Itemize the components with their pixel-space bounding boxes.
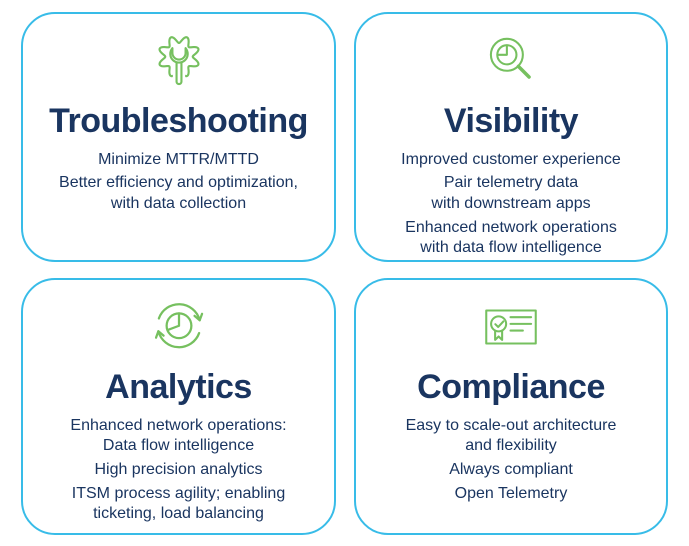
card-point: ITSM process agility; enabling ticketing… xyxy=(71,484,286,522)
card-points: Improved customer experience Pair teleme… xyxy=(362,146,660,262)
card-analytics: Analytics Enhanced network operations: D… xyxy=(21,278,336,535)
card-points: Easy to scale-out architecture and flexi… xyxy=(362,412,660,507)
card-point: Improved customer experience xyxy=(401,150,621,168)
card-visibility: Visibility Improved customer experience … xyxy=(354,12,668,262)
gear-wrench-icon xyxy=(157,36,200,88)
card-icon-box xyxy=(143,289,215,367)
pie-chart-cycle-arrows-icon xyxy=(154,303,203,349)
card-title: Troubleshooting xyxy=(49,102,308,140)
magnifier-pie-chart-icon xyxy=(489,37,531,79)
card-compliance: Compliance Easy to scale-out architectur… xyxy=(354,278,668,535)
card-point: High precision analytics xyxy=(94,460,263,478)
card-points: Enhanced network operations: Data flow i… xyxy=(29,412,328,528)
card-troubleshooting: Troubleshooting Minimize MTTR/MTTD Bette… xyxy=(21,12,336,262)
card-point: Always compliant xyxy=(449,460,573,478)
card-title: Visibility xyxy=(443,102,579,140)
card-icon-box xyxy=(145,23,213,101)
card-point: Pair telemetry data with downstream apps xyxy=(431,174,591,212)
card-point: Enhanced network operations: Data flow i… xyxy=(70,416,287,454)
card-point: Easy to scale-out architecture and flexi… xyxy=(405,416,617,454)
card-point: Better efficiency and optimization, with… xyxy=(59,174,298,212)
card-grid: Troubleshooting Minimize MTTR/MTTD Bette… xyxy=(21,12,668,535)
card-title: Analytics xyxy=(105,368,252,406)
card-title: Compliance xyxy=(417,368,605,406)
certificate-icon xyxy=(485,309,537,345)
card-point: Open Telemetry xyxy=(454,484,568,502)
card-points: Minimize MTTR/MTTD Better efficiency and… xyxy=(29,146,328,217)
card-icon-box xyxy=(478,23,544,101)
card-icon-box xyxy=(478,289,544,367)
card-point: Enhanced network operations with data fl… xyxy=(405,218,617,256)
card-point: Minimize MTTR/MTTD xyxy=(98,150,259,168)
